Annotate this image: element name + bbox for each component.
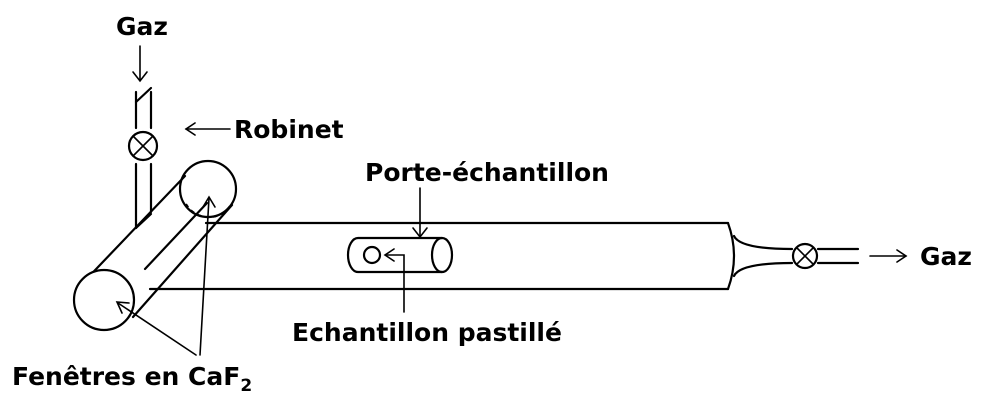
valve-pointer-arrow	[184, 122, 231, 136]
gas-inlet-arrow	[132, 45, 148, 83]
gas-outlet-label: Gaz	[920, 242, 972, 271]
outlet-tube	[732, 234, 860, 278]
main-tube	[148, 221, 736, 291]
pellet-sample-icon	[362, 245, 382, 265]
inlet-valve-icon	[127, 130, 159, 162]
windows-label: Fenêtres en CaF2	[12, 364, 252, 395]
sample-holder	[346, 236, 454, 274]
windows-pointer-arrows	[115, 195, 216, 356]
window-cell	[72, 159, 238, 332]
windows-label-subscript: 2	[240, 376, 253, 396]
gas-outlet-arrow	[869, 249, 908, 263]
sample-holder-label: Porte-échantillon	[365, 158, 609, 187]
pellet-pointer-arrow	[383, 248, 405, 313]
outlet-valve-icon	[791, 242, 819, 270]
sample-holder-pointer-arrow	[412, 187, 428, 239]
pellet-sample-label: Echantillon pastillé	[292, 318, 562, 347]
gas-inlet-label: Gaz	[116, 12, 168, 41]
valve-label: Robinet	[234, 115, 344, 144]
windows-label-text: Fenêtres en CaF	[12, 362, 241, 391]
